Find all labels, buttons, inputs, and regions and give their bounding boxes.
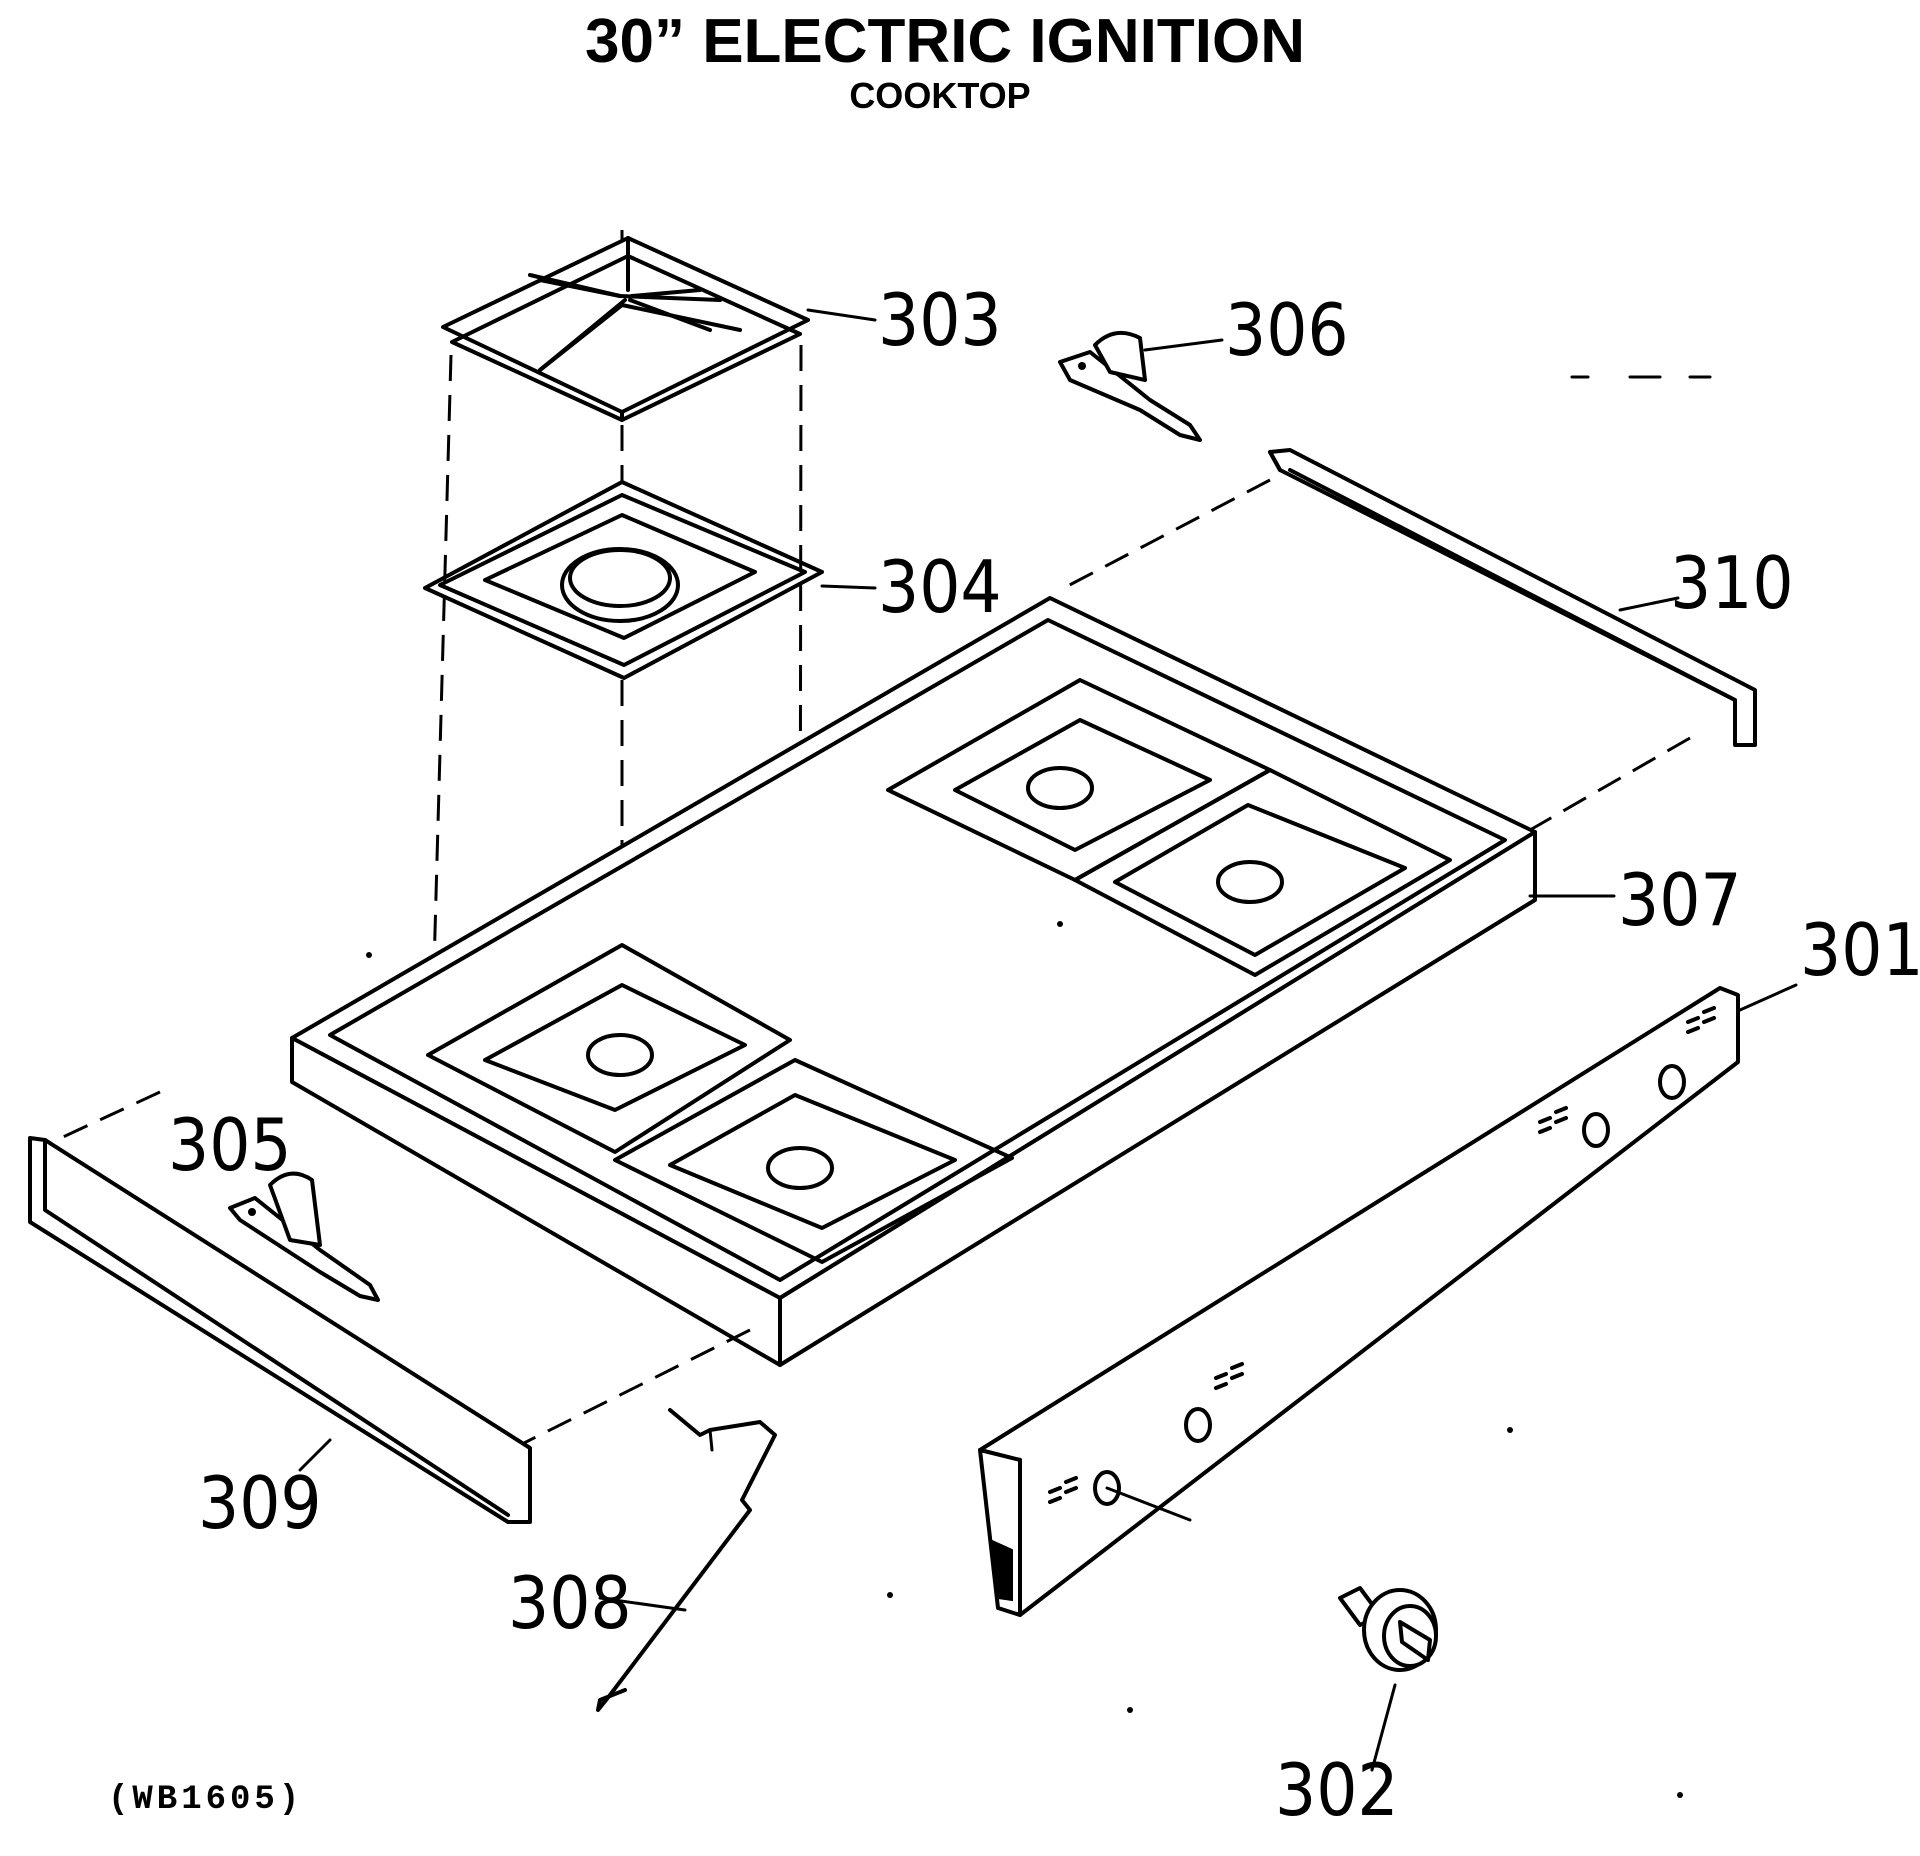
part-303-burner-grate[interactable] — [441, 236, 877, 422]
model-code: (WB1605) — [108, 1781, 303, 1819]
label-309: 309 — [198, 1461, 322, 1545]
part-309-front-trim[interactable] — [28, 1136, 532, 1524]
part-310-rear-trim[interactable] — [1268, 448, 1757, 747]
label-303: 303 — [878, 278, 1002, 362]
label-304: 304 — [878, 545, 1002, 629]
diagram-title: 30” ELECTRIC IGNITION — [585, 7, 1305, 76]
part-302-knob[interactable] — [1338, 1586, 1438, 1772]
part-305-clip[interactable] — [228, 1171, 380, 1302]
label-308: 308 — [508, 1561, 632, 1645]
part-306-clip[interactable] — [1058, 330, 1224, 442]
label-307: 307 — [1618, 858, 1742, 942]
part-307-cooktop[interactable] — [290, 596, 1616, 1367]
label-305: 305 — [168, 1103, 292, 1187]
label-302: 302 — [1275, 1748, 1399, 1832]
label-306: 306 — [1225, 288, 1349, 372]
part-304-drip-pan[interactable] — [423, 480, 877, 680]
diagram-subtitle: COOKTOP — [849, 75, 1030, 116]
label-301: 301 — [1800, 908, 1920, 992]
part-301-control-panel[interactable] — [978, 983, 1798, 1617]
label-310: 310 — [1670, 541, 1794, 625]
part-308-wire-bracket[interactable] — [596, 1408, 777, 1712]
